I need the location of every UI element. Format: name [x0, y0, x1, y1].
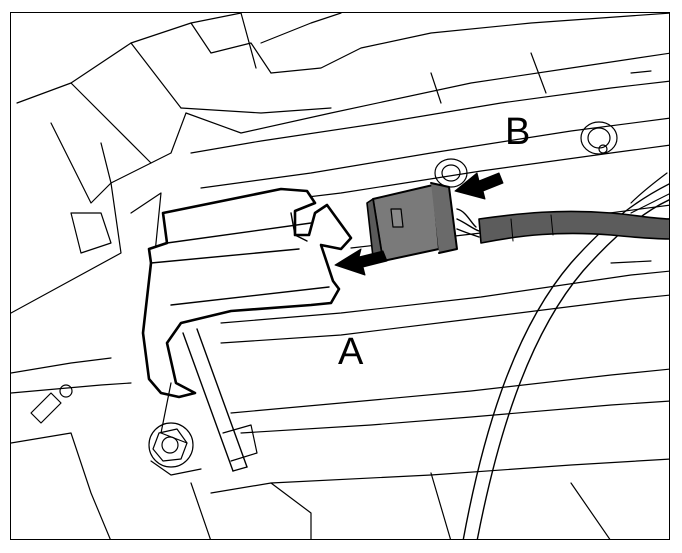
panel-holes — [434, 121, 618, 188]
diagram-frame: A B — [10, 12, 670, 540]
support-rod — [160, 328, 258, 472]
bracket-cover-a — [141, 187, 353, 399]
arrow-a — [334, 248, 388, 276]
label-b: B — [505, 111, 531, 153]
hex-bolt — [148, 422, 202, 476]
wiring-connector-b — [366, 182, 480, 262]
arrow-b — [454, 172, 504, 200]
label-a: A — [338, 331, 364, 373]
background-structure — [11, 13, 669, 539]
diagram-illustration — [11, 13, 669, 539]
wire-harness — [478, 210, 669, 244]
